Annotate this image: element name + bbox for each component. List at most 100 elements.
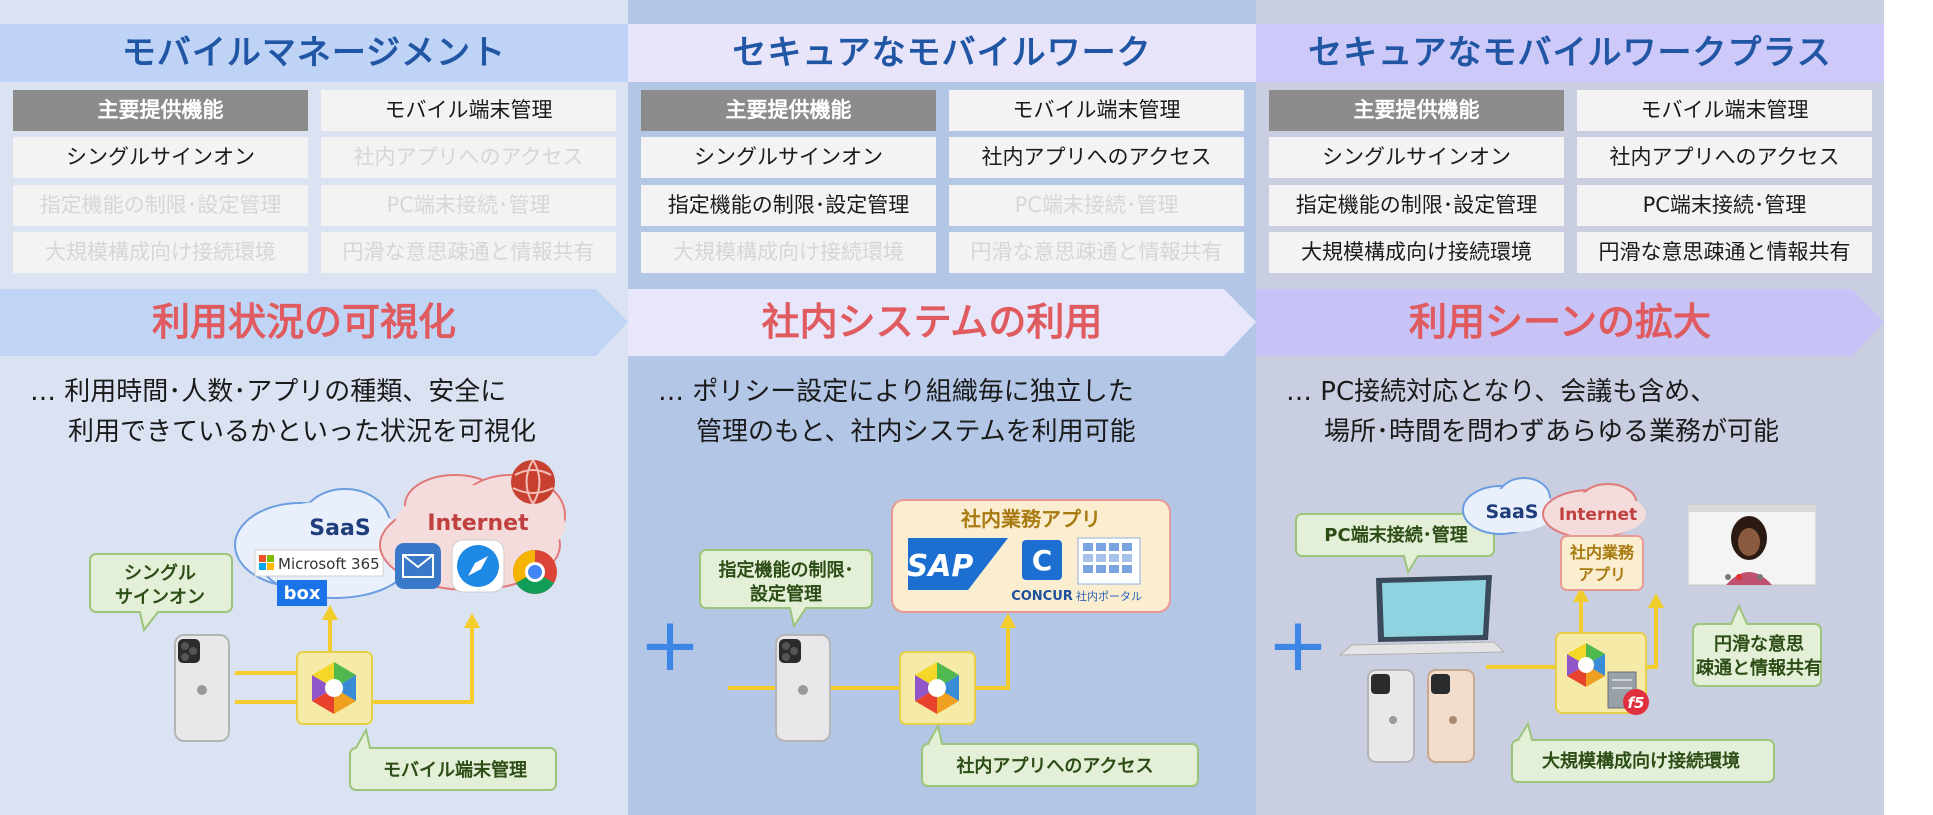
description-line-1: … ポリシー設定により組織毎に独立した [658,377,1134,407]
laptop-icon [1338,575,1506,656]
description-line-1: … PC接続対応となり、会議も含め、 [1286,377,1717,407]
panel-secure-mobile-work-plus: セキュアなモバイルワークプラス 主要提供機能 モバイル端末管理 シングルサインオ… [1256,0,1884,815]
feature-cell: シングルサインオン [641,137,936,178]
feature-cell: 大規模構成向け接続環境 [641,232,936,273]
microsoft-logo-icon [259,555,274,570]
smartphone-gold-icon [1427,669,1475,763]
sap-logo-icon [908,538,1008,590]
feature-cell: PC端末接続･管理 [949,185,1244,226]
feature-cell: モバイル端末管理 [321,90,616,131]
headline-banner: 社内システムの利用 [628,289,1256,356]
hexagon-logo-icon [1567,643,1605,687]
feature-cell: モバイル端末管理 [1577,90,1872,131]
callout-sso [89,553,233,633]
arrow-head [1000,613,1016,628]
internal-apps-title: 社内業務アプリ [960,507,1101,531]
feature-cell: 円滑な意思疎通と情報共有 [321,232,616,273]
concur-logo-icon [1022,540,1062,580]
sap-label: SAP [907,549,974,584]
portal-label: 社内ポータル [1076,589,1142,603]
feature-cell: 社内アプリへのアクセス [949,137,1244,178]
callout-access-label: 社内アプリへのアクセス [956,755,1153,777]
feature-cell: シングルサインオン [1269,137,1564,178]
panel-title: モバイルマネージメント [0,24,628,82]
f5-logo-icon [1623,689,1649,715]
callout-mdm-label: モバイル端末管理 [383,759,527,781]
callout-access [921,723,1199,787]
callout-sso-line-1: シングル [124,562,196,584]
feature-cell: 指定機能の制限･設定管理 [13,185,308,226]
description-line-1: … 利用時間･人数･アプリの種類、安全に [30,377,507,407]
panel-mobile-management: モバイルマネージメント 主要提供機能 モバイル端末管理 シングルサインオン 社内… [0,0,628,815]
hexagon-logo-icon [915,662,959,714]
callout-restrict-line-1: 指定機能の制限･ [719,559,854,581]
callout-comm-line-1: 円滑な意思 [1714,633,1804,655]
description: … PC接続対応となり、会議も含め、 場所･時間を問わずあらゆる業務が可能 [1286,372,1779,452]
feature-cell: 指定機能の制限･設定管理 [641,185,936,226]
microsoft-365-badge [254,549,384,577]
feature-cell: 社内アプリへのアクセス [1577,137,1872,178]
internet-cloud-icon [1542,483,1646,539]
description: … ポリシー設定により組織毎に独立した 管理のもと、社内システムを利用可能 [658,372,1136,452]
callout-restrict-line-2: 設定管理 [750,583,822,605]
description-line-2: 利用できているかといった状況を可視化 [68,417,537,447]
internet-label: Internet [1559,505,1637,525]
feature-cell: 指定機能の制限･設定管理 [1269,185,1564,226]
feature-cell: 円滑な意思疎通と情報共有 [1577,232,1872,273]
callout-comm-line-2: 疎通と情報共有 [1696,657,1822,679]
f5-label: f5 [1628,694,1645,712]
video-conference-icon [1687,504,1817,586]
secure-work-diagram: + 社内業務アプリ SAP C CONCUR 社内ポータル 指定機能の制限･ 設… [639,499,1199,787]
headline-banner: 利用状況の可視化 [0,289,628,356]
saas-label: SaaS [309,516,370,541]
microsoft-365-label: Microsoft 365 [278,555,380,573]
arrow-head [1573,587,1589,602]
hexagon-logo-icon [312,662,356,714]
portal-grid-icon [1077,537,1141,585]
smartphone-icon [1367,669,1415,763]
internal-apps-line-1: 社内業務 [1569,543,1635,562]
smartphone-icon [174,634,230,742]
panel-title: セキュアなモバイルワークプラス [1256,24,1884,82]
callout-large-label: 大規模構成向け接続環境 [1542,750,1740,772]
arrow-head [322,605,338,620]
plus-icon: + [639,602,701,688]
mdm-diagram: SaaS Microsoft 365 box Internet シング [89,459,566,791]
headline-banner: 利用シーンの拡大 [1256,289,1884,356]
feature-cell: シングルサインオン [13,137,308,178]
description-line-2: 管理のもと、社内システムを利用可能 [696,417,1136,447]
arrow-head [1648,593,1664,608]
feature-cell: 主要提供機能 [13,90,308,131]
smartphone-icon [775,634,831,742]
description: … 利用時間･人数･アプリの種類、安全に 利用できているかといった状況を可視化 [30,372,536,452]
box-label: box [284,583,321,604]
concur-label: CONCUR [1011,589,1073,604]
plus-icon: + [1267,602,1329,688]
arrow-head [464,613,480,628]
callout-large [1511,721,1775,783]
feature-cell: PC端末接続･管理 [321,185,616,226]
internal-apps-line-2: アプリ [1578,565,1626,584]
feature-cell: 主要提供機能 [641,90,936,131]
internal-apps-box [1560,535,1644,591]
saas-label: SaaS [1485,501,1538,523]
saas-cloud-icon [1462,477,1556,535]
feature-cell: モバイル端末管理 [949,90,1244,131]
globe-icon [511,460,555,504]
work-plus-diagram: + PC端末接続･管理 [1267,477,1822,783]
panel-title: セキュアなモバイルワーク [628,24,1256,82]
feature-cell: 円滑な意思疎通と情報共有 [949,232,1244,273]
feature-cell: PC端末接続･管理 [1577,185,1872,226]
callout-restrict [699,549,873,629]
callout-comm [1692,603,1822,687]
feature-cell: 主要提供機能 [1269,90,1564,131]
concur-c: C [1032,544,1053,577]
box-logo [277,580,327,606]
panel-secure-mobile-work: セキュアなモバイルワーク 主要提供機能 モバイル端末管理 シングルサインオン 社… [628,0,1256,815]
callout-sso-line-2: サインオン [115,587,205,608]
feature-cell: 大規模構成向け接続環境 [13,232,308,273]
description-line-2: 場所･時間を問わずあらゆる業務が可能 [1324,417,1780,447]
globe-grid [512,459,554,505]
callout-mdm [349,727,557,791]
feature-cell: 社内アプリへのアクセス [321,137,616,178]
